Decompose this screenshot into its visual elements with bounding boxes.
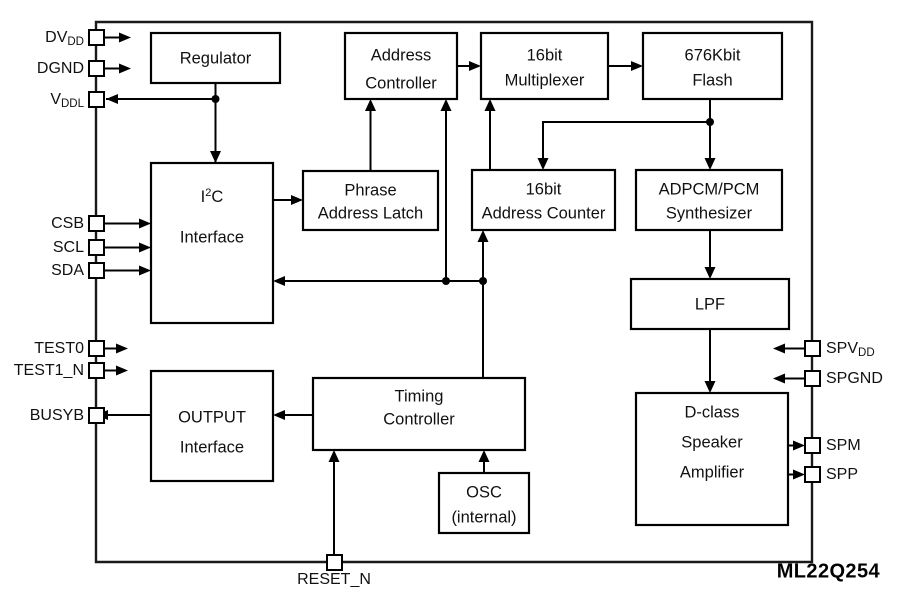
block-timing-controller-line2: Controller — [383, 410, 455, 428]
pin-label-spvdd: SPVDD — [826, 340, 875, 359]
pin-label-spp: SPP — [826, 466, 858, 483]
block-output-interface-line2: Interface — [180, 438, 244, 456]
wire-synth-to-lpf — [704, 230, 716, 279]
pin-spvdd[interactable]: SPVDD — [773, 340, 875, 359]
block-multiplexer-line1: 16bit — [527, 46, 563, 64]
wire-regulator-outputs — [106, 83, 221, 163]
block-address-counter-line2: Address Counter — [482, 204, 606, 222]
pin-label-spgnd: SPGND — [826, 370, 883, 387]
block-address-controller-line1: Address — [371, 46, 432, 64]
pin-label-spm: SPM — [826, 437, 861, 454]
wire-flash-outputs — [537, 99, 716, 170]
pin-label-test0: TEST0 — [34, 340, 84, 357]
block-flash-line1: 676Kbit — [685, 46, 741, 64]
pin-spp[interactable]: SPP — [788, 466, 858, 483]
block-speaker-amplifier: D-class Speaker Amplifier — [634, 391, 790, 527]
block-osc-line1: OSC — [466, 483, 502, 501]
block-lpf: LPF — [629, 277, 791, 331]
pin-label-scl: SCL — [53, 239, 84, 256]
pin-label-busyb: BUSYB — [30, 407, 84, 424]
block-output-interface: OUTPUT Interface — [149, 369, 275, 483]
block-i2c-interface: I2C Interface — [149, 161, 275, 325]
block-phrase-latch-line1: Phrase — [344, 181, 396, 199]
block-i2c-line1: I2C — [201, 187, 224, 206]
pin-test0[interactable]: TEST0 — [34, 340, 128, 357]
block-speaker-amp-line3: Amplifier — [680, 463, 745, 481]
pin-spgnd[interactable]: SPGND — [773, 370, 883, 387]
pin-vddl[interactable]: VDDL — [50, 91, 105, 110]
wire-i2c-to-latch — [273, 195, 303, 205]
pin-dvdd[interactable]: DVDD — [45, 29, 131, 48]
block-osc: OSC (internal) — [437, 471, 531, 535]
block-address-counter-line1: 16bit — [526, 180, 562, 198]
block-multiplexer: 16bit Multiplexer — [479, 31, 610, 101]
part-number-label: ML22Q254 — [777, 560, 881, 582]
block-flash: 676Kbit Flash — [641, 31, 784, 101]
block-address-counter: 16bit Address Counter — [470, 168, 617, 232]
pin-label-sda: SDA — [51, 262, 84, 279]
block-lpf-label: LPF — [695, 295, 725, 313]
block-address-controller: Address Controller — [343, 31, 459, 101]
block-osc-line2: (internal) — [451, 508, 516, 526]
wire-osc-to-timing — [478, 450, 490, 473]
pin-sda[interactable]: SDA — [51, 262, 151, 279]
pin-label-dgnd: DGND — [37, 60, 84, 77]
pin-reset-n[interactable]: RESET_N — [297, 554, 371, 588]
pin-busyb[interactable]: BUSYB — [30, 407, 105, 424]
block-adpcm-pcm-synthesizer: ADPCM/PCM Synthesizer — [634, 168, 784, 232]
pin-label-reset-n: RESET_N — [297, 571, 371, 588]
wire-mux-to-flash — [608, 61, 643, 71]
block-synthesizer-line2: Synthesizer — [666, 204, 753, 222]
wire-counterbus-to-addrctrl — [440, 99, 452, 285]
wire-latch-to-addrctrl — [365, 99, 376, 171]
pin-label-vddl: VDDL — [50, 91, 84, 110]
pin-label-test1-n: TEST1_N — [14, 362, 84, 379]
chip-boundary — [94, 20, 814, 564]
block-phrase-address-latch: Phrase Address Latch — [301, 169, 440, 232]
block-speaker-amp-line2: Speaker — [681, 433, 743, 451]
wire-timing-to-counter — [477, 230, 489, 378]
block-timing-controller-line1: Timing — [395, 387, 444, 405]
pin-scl[interactable]: SCL — [53, 239, 151, 256]
wire-counter-to-mux — [484, 99, 496, 170]
block-speaker-amp-line1: D-class — [684, 403, 739, 421]
pin-test1-n[interactable]: TEST1_N — [14, 362, 128, 379]
block-output-interface-line1: OUTPUT — [178, 408, 246, 426]
block-regulator: Regulator — [149, 31, 282, 85]
wire-timing-to-output — [273, 410, 313, 420]
pin-dgnd[interactable]: DGND — [37, 60, 131, 77]
block-i2c-line2: Interface — [180, 228, 244, 246]
block-phrase-latch-line2: Address Latch — [318, 204, 423, 222]
wire-feedback-to-i2c — [273, 276, 487, 286]
block-flash-line2: Flash — [692, 71, 732, 89]
pin-csb[interactable]: CSB — [51, 215, 151, 232]
block-address-controller-line2: Controller — [365, 74, 437, 92]
pin-spm[interactable]: SPM — [788, 437, 861, 454]
wire-addrctrl-to-mux — [457, 61, 481, 71]
block-regulator-label: Regulator — [180, 49, 252, 67]
wire-lpf-to-amp — [704, 329, 716, 393]
pin-label-dvdd: DVDD — [45, 29, 84, 48]
block-timing-controller: Timing Controller — [311, 376, 527, 452]
block-synthesizer-line1: ADPCM/PCM — [659, 180, 760, 198]
wire-reset-to-timing — [328, 450, 340, 556]
block-multiplexer-line2: Multiplexer — [505, 71, 585, 89]
pin-label-csb: CSB — [51, 215, 84, 232]
